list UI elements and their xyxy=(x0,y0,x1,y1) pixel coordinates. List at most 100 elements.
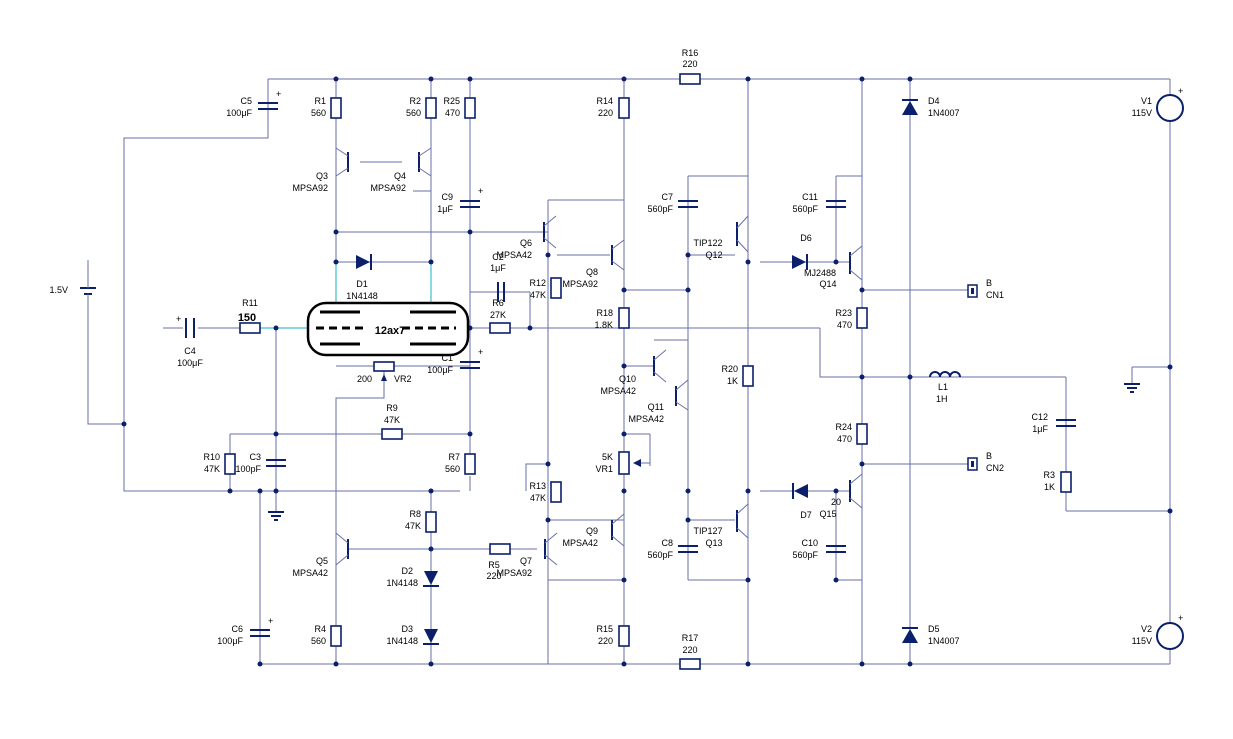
q7-val: MPSA92 xyxy=(496,568,532,578)
q7-ref: Q7 xyxy=(520,556,532,566)
r11-ref: R11 xyxy=(242,298,258,308)
r16-ref: R16 xyxy=(682,48,699,58)
cn1-pin: B xyxy=(986,278,992,288)
capacitor-c4: + C4 100μF xyxy=(176,314,203,368)
diode-d6: D6 xyxy=(792,233,812,270)
r5-val: 220 xyxy=(486,571,501,581)
capacitor-c3: C3 100pF xyxy=(235,452,286,474)
r9-ref: R9 xyxy=(386,403,398,413)
resistor-r20: R20 1K xyxy=(721,364,754,387)
resistor-r10: R10 47K xyxy=(203,452,236,475)
capacitor-c6: + C6 100μF xyxy=(217,616,273,646)
c5-ref: C5 xyxy=(240,96,252,106)
c6-ref: C6 xyxy=(231,624,243,634)
svg-text:+: + xyxy=(268,616,273,626)
r14-ref: R14 xyxy=(596,96,613,106)
r2-ref: R2 xyxy=(409,96,421,106)
q4-ref: Q4 xyxy=(394,171,406,181)
v1-val: 115V xyxy=(1132,108,1152,118)
diode-d3: D3 1N4148 xyxy=(386,624,439,646)
transistor-q3: Q3 MPSA92 xyxy=(292,147,349,193)
r8-ref: R8 xyxy=(409,509,421,519)
vr1-ref: VR1 xyxy=(595,464,613,474)
tube-12ax7: 12ax7 xyxy=(306,301,470,357)
ground-symbol-left xyxy=(268,511,284,521)
capacitor-c2: C2 1μF xyxy=(490,252,506,302)
diode-d2: D2 1N4148 xyxy=(386,566,439,588)
c12-ref: C12 xyxy=(1031,412,1048,422)
d3-ref: D3 xyxy=(401,624,413,634)
c2-ref: C2 xyxy=(492,252,504,262)
q4-val: MPSA92 xyxy=(370,183,406,193)
c12-val: 1μF xyxy=(1032,424,1048,434)
c10-val: 560pF xyxy=(792,550,818,560)
q9-ref: Q9 xyxy=(586,526,598,536)
resistor-r15: R15 220 xyxy=(596,624,630,647)
battery-source: 1.5V xyxy=(49,280,96,300)
r17-val: 220 xyxy=(682,645,697,655)
c1-ref: C1 xyxy=(441,353,453,363)
r3-val: 1K xyxy=(1044,482,1055,492)
q13-ref: Q13 xyxy=(705,538,722,548)
capacitor-c8: C8 560pF xyxy=(647,538,698,560)
transistor-q15: 20 Q15 xyxy=(819,473,863,519)
transistor-q5: Q5 MPSA42 xyxy=(292,532,349,578)
vr1-val: 5K xyxy=(602,452,613,462)
capacitor-c10: C10 560pF xyxy=(792,538,846,560)
q14-val: MJ2488 xyxy=(804,268,836,278)
d4-val: 1N4007 xyxy=(928,108,960,118)
d3-val: 1N4148 xyxy=(386,636,418,646)
q9-val: MPSA42 xyxy=(562,538,598,548)
potentiometer-vr2: 200 VR2 xyxy=(357,361,412,384)
d2-ref: D2 xyxy=(401,566,413,576)
r20-val: 1K xyxy=(727,376,738,386)
capacitor-c12: C12 1μF xyxy=(1031,412,1076,434)
r15-val: 220 xyxy=(598,636,613,646)
resistor-r23: R23 470 xyxy=(835,307,868,330)
q10-ref: Q10 xyxy=(619,374,636,384)
svg-text:+: + xyxy=(1178,86,1183,96)
q11-val: MPSA42 xyxy=(628,414,664,424)
svg-text:+: + xyxy=(276,89,281,99)
q15-ref: Q15 xyxy=(819,509,836,519)
voltage-source-v2: + V2 115V xyxy=(1132,613,1184,650)
c7-val: 560pF xyxy=(647,204,673,214)
r18-val: 1.8K xyxy=(594,320,613,330)
svg-text:+: + xyxy=(1178,613,1183,623)
c11-ref: C11 xyxy=(802,192,818,202)
r8-val: 47K xyxy=(405,521,421,531)
q8-ref: Q8 xyxy=(586,267,598,277)
transistor-q12: TIP122 Q12 xyxy=(693,215,749,260)
voltage-source-v1: + V1 115V xyxy=(1132,86,1184,122)
diode-d7: D7 xyxy=(792,483,812,520)
r4-val: 560 xyxy=(311,636,326,646)
d5-val: 1N4007 xyxy=(928,636,960,646)
transistor-q4: Q4 MPSA92 xyxy=(370,147,432,193)
r14-val: 220 xyxy=(598,108,613,118)
resistor-r4: R4 560 xyxy=(311,624,342,647)
resistor-r11: R11 150 xyxy=(238,298,261,334)
c4-ref: C4 xyxy=(184,346,196,356)
c4-val: 100μF xyxy=(177,358,203,368)
r23-ref: R23 xyxy=(835,308,852,318)
l1-val: 1H xyxy=(936,394,948,404)
r1-val: 560 xyxy=(311,108,326,118)
c11-val: 560pF xyxy=(792,204,818,214)
transistor-q13: TIP127 Q13 xyxy=(693,503,749,548)
r20-ref: R20 xyxy=(721,364,738,374)
resistor-r18: R18 1.8K xyxy=(594,307,630,330)
d5-ref: D5 xyxy=(928,624,940,634)
resistor-r5: R5 220 xyxy=(486,543,511,581)
resistor-r14: R14 220 xyxy=(596,96,630,119)
c5-val: 100μF xyxy=(226,108,252,118)
r7-ref: R7 xyxy=(448,452,460,462)
capacitor-c11: C11 560pF xyxy=(792,192,846,214)
r3-ref: R3 xyxy=(1043,470,1055,480)
transistor-q11: Q11 MPSA42 xyxy=(628,379,689,424)
resistor-r25: R25 470 xyxy=(443,96,476,119)
r7-val: 560 xyxy=(445,464,460,474)
r6-ref: R6 xyxy=(492,298,504,308)
cn2-ref: CN2 xyxy=(986,463,1004,473)
resistor-r9: R9 47K xyxy=(381,403,403,440)
ground-symbol-right xyxy=(1124,383,1140,393)
